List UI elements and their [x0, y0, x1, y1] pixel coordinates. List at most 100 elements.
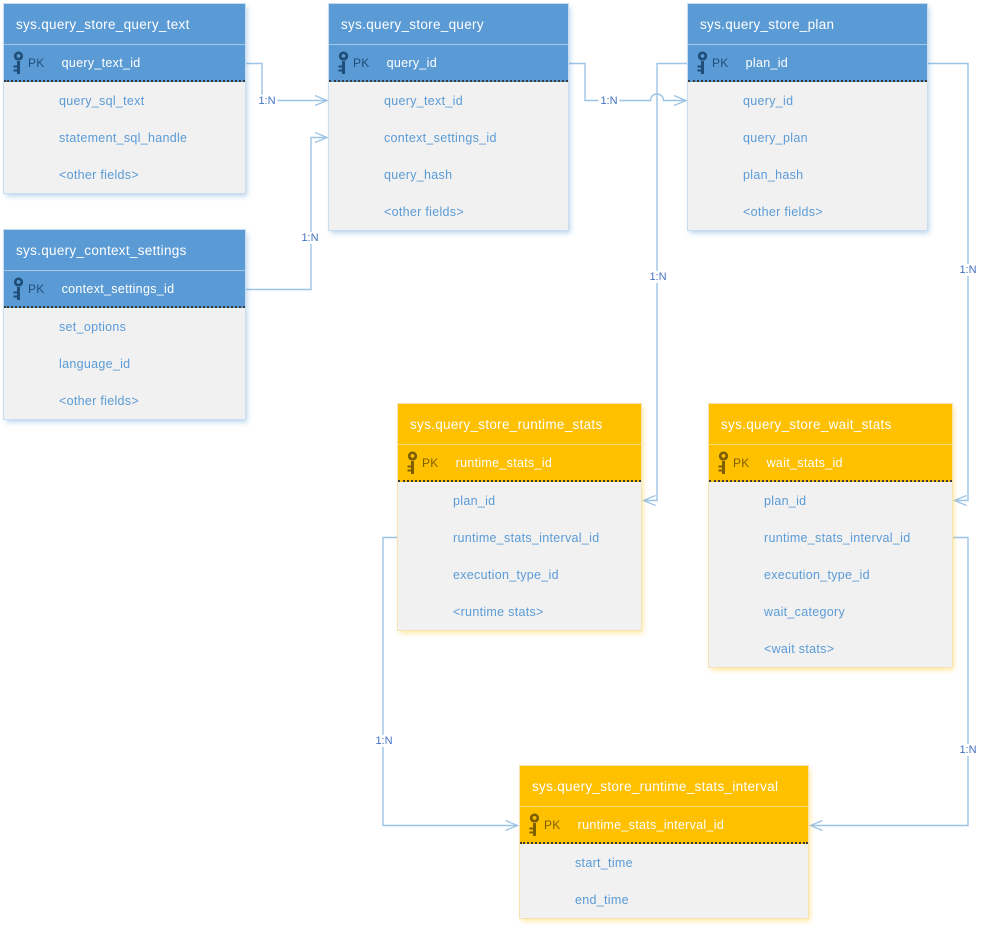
primary-key-row: PK query_text_id: [4, 45, 245, 82]
pk-label: PK: [422, 455, 439, 470]
field-row: set_options: [4, 308, 245, 345]
pk-label: PK: [712, 55, 729, 70]
field-row: runtime_stats_interval_id: [398, 519, 641, 556]
field-row: wait_category: [709, 593, 952, 630]
field-name: <runtime stats>: [453, 604, 544, 619]
field-name: query_text_id: [384, 93, 463, 108]
field-name: execution_type_id: [764, 567, 870, 582]
table-query-store-query[interactable]: sys.query_store_query PK query_id query_…: [329, 4, 568, 230]
pk-field-name: context_settings_id: [61, 281, 175, 296]
table-title: sys.query_store_runtime_stats_interval: [520, 766, 808, 807]
table-title: sys.query_store_plan: [688, 4, 927, 45]
field-name: set_options: [59, 319, 127, 334]
field-row: language_id: [4, 345, 245, 382]
table-title-text: sys.query_store_wait_stats: [721, 416, 892, 432]
field-name: <other fields>: [384, 204, 464, 219]
connector-runtimestats-to-interval[interactable]: [382, 536, 520, 832]
field-row: query_text_id: [329, 82, 568, 119]
field-name: query_hash: [384, 167, 453, 182]
key-icon: [12, 51, 26, 75]
field-name: plan_hash: [743, 167, 804, 182]
field-name: plan_id: [453, 493, 496, 508]
pk-field-name: runtime_stats_id: [455, 455, 553, 470]
table-query-store-runtime-stats-interval[interactable]: sys.query_store_runtime_stats_interval P…: [520, 766, 808, 918]
field-row: plan_id: [398, 482, 641, 519]
field-row: plan_id: [709, 482, 952, 519]
key-icon: [528, 813, 542, 837]
field-name: <wait stats>: [764, 641, 835, 656]
field-name: runtime_stats_interval_id: [764, 530, 911, 545]
field-name: start_time: [575, 855, 633, 870]
pk-label: PK: [28, 281, 45, 296]
table-title-text: sys.query_store_plan: [700, 16, 835, 32]
connector-query-to-plan[interactable]: [568, 62, 688, 107]
table-query-context-settings[interactable]: sys.query_context_settings PK context_se…: [4, 230, 245, 419]
field-row: context_settings_id: [329, 119, 568, 156]
field-row: execution_type_id: [398, 556, 641, 593]
key-icon: [696, 51, 710, 75]
table-query-store-plan[interactable]: sys.query_store_plan PK plan_id query_id…: [688, 4, 927, 230]
field-row: <other fields>: [4, 156, 245, 193]
field-name: <other fields>: [59, 393, 139, 408]
pk-field-name: query_id: [386, 55, 437, 70]
pk-label: PK: [544, 817, 561, 832]
relationship-label-query-plan: 1:N: [598, 94, 620, 108]
pk-field-name: runtime_stats_interval_id: [577, 817, 725, 832]
field-row: <other fields>: [4, 382, 245, 419]
table-title-text: sys.query_store_runtime_stats_interval: [532, 778, 779, 794]
key-icon: [406, 451, 420, 475]
primary-key-row: PK runtime_stats_interval_id: [520, 807, 808, 844]
table-title: sys.query_store_query_text: [4, 4, 245, 45]
field-name: execution_type_id: [453, 567, 559, 582]
field-name: runtime_stats_interval_id: [453, 530, 600, 545]
field-row: query_id: [688, 82, 927, 119]
primary-key-row: PK plan_id: [688, 45, 927, 82]
field-name: end_time: [575, 892, 629, 907]
field-name: statement_sql_handle: [59, 130, 188, 145]
table-title: sys.query_store_wait_stats: [709, 404, 952, 445]
field-row: <other fields>: [329, 193, 568, 230]
field-row: execution_type_id: [709, 556, 952, 593]
table-title-text: sys.query_context_settings: [16, 242, 187, 258]
key-icon: [717, 451, 731, 475]
field-row: query_sql_text: [4, 82, 245, 119]
field-name: <other fields>: [743, 204, 823, 219]
connector-waitstats-to-interval[interactable]: [808, 536, 969, 832]
field-name: plan_id: [764, 493, 807, 508]
table-title: sys.query_store_runtime_stats: [398, 404, 641, 445]
table-query-store-query-text[interactable]: sys.query_store_query_text PK query_text…: [4, 4, 245, 193]
table-title-text: sys.query_store_query_text: [16, 16, 190, 32]
pk-label: PK: [28, 55, 45, 70]
field-name: query_sql_text: [59, 93, 145, 108]
field-name: context_settings_id: [384, 130, 497, 145]
field-row: <runtime stats>: [398, 593, 641, 630]
relationship-label-plan-runtimestats: 1:N: [647, 270, 669, 284]
field-row: runtime_stats_interval_id: [709, 519, 952, 556]
pk-field-name: query_text_id: [61, 55, 141, 70]
field-row: <other fields>: [688, 193, 927, 230]
field-name: query_plan: [743, 130, 808, 145]
field-name: wait_category: [764, 604, 846, 619]
connector-contextsettings-to-query[interactable]: [245, 131, 329, 291]
table-query-store-runtime-stats[interactable]: sys.query_store_runtime_stats PK runtime…: [398, 404, 641, 630]
table-title-text: sys.query_store_query: [341, 16, 484, 32]
field-row: end_time: [520, 881, 808, 918]
field-row: <wait stats>: [709, 630, 952, 667]
connector-querytext-to-query[interactable]: [245, 62, 329, 107]
field-row: query_hash: [329, 156, 568, 193]
table-query-store-wait-stats[interactable]: sys.query_store_wait_stats PK wait_stats…: [709, 404, 952, 667]
field-row: start_time: [520, 844, 808, 881]
field-name: query_id: [743, 93, 794, 108]
connector-plan-to-waitstats[interactable]: [927, 62, 969, 507]
field-name: <other fields>: [59, 167, 139, 182]
relationship-label-runtimestats-interval: 1:N: [373, 734, 395, 748]
pk-field-name: plan_id: [745, 55, 789, 70]
primary-key-row: PK context_settings_id: [4, 271, 245, 308]
relationship-label-waitstats-interval: 1:N: [957, 743, 979, 757]
table-title: sys.query_store_query: [329, 4, 568, 45]
pk-field-name: wait_stats_id: [766, 455, 843, 470]
pk-label: PK: [353, 55, 370, 70]
key-icon: [12, 277, 26, 301]
relationship-label-querytext-query: 1:N: [256, 94, 278, 108]
